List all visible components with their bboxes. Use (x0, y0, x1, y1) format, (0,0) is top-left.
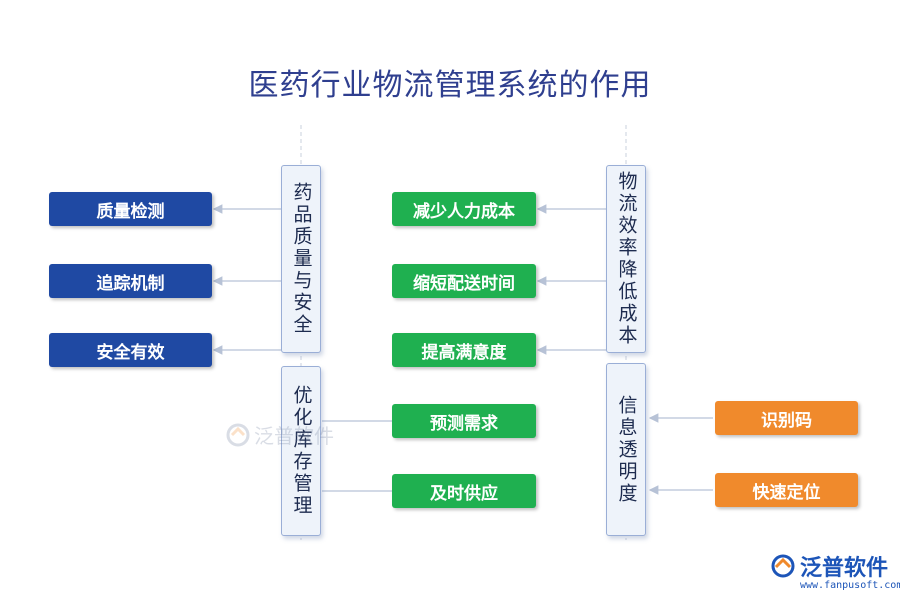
node-tracking: 追踪机制 (49, 264, 212, 298)
group-inventory: 优化库存管理 (281, 366, 321, 536)
node-id-code: 识别码 (715, 401, 858, 435)
brand-logo-url: www.fanpusoft.com (800, 580, 900, 591)
node-fast-locate: 快速定位 (715, 473, 858, 507)
node-shorten-delivery: 缩短配送时间 (392, 264, 536, 298)
group-efficiency-label: 物流效率降低成本 (615, 171, 638, 347)
watermark: 泛普软件 (226, 420, 334, 449)
group-transparency-label: 信息透明度 (615, 394, 638, 505)
group-quality-safety: 药品质量与安全 (281, 165, 321, 353)
node-satisfaction: 提高满意度 (392, 333, 536, 367)
group-inventory-label: 优化库存管理 (290, 385, 313, 517)
node-forecast: 预测需求 (392, 404, 536, 438)
node-timely-supply: 及时供应 (392, 474, 536, 508)
node-safe-effective: 安全有效 (49, 333, 212, 367)
node-quality-check: 质量检测 (49, 192, 212, 226)
brand-logo: 泛普软件 www.fanpusoft.com (770, 550, 900, 591)
diagram-title: 医药行业物流管理系统的作用 (248, 68, 652, 103)
group-transparency: 信息透明度 (606, 363, 646, 536)
group-quality-safety-label: 药品质量与安全 (290, 182, 313, 336)
watermark-text: 泛普软件 (254, 424, 334, 448)
node-reduce-labor: 减少人力成本 (392, 192, 536, 226)
fanpu-logo-icon (226, 423, 250, 446)
group-efficiency: 物流效率降低成本 (606, 165, 646, 353)
fanpu-logo-icon (771, 554, 795, 578)
brand-logo-text: 泛普软件 (800, 556, 889, 581)
